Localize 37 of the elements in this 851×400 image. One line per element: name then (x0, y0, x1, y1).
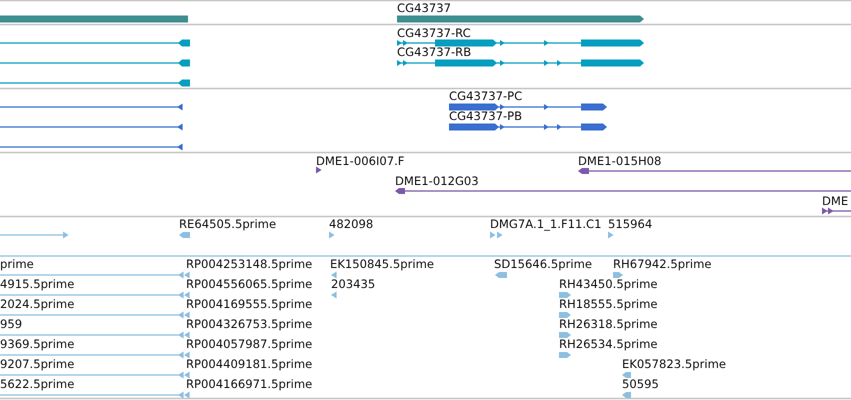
feature-label: RP004409181.5prime (186, 357, 312, 371)
feature-label: RP004556065.5prime (186, 277, 312, 291)
feature-label: RE64505.5prime (179, 217, 276, 231)
feature-label: CG43737-RC (397, 26, 471, 40)
feature-label: 9207.5prime (0, 357, 74, 371)
feature-label: CG43737 (397, 1, 451, 15)
feature-label: 203435 (331, 277, 376, 291)
feature-label: 2024.5prime (0, 297, 74, 311)
feature-label: 482098 (329, 217, 374, 231)
feature-label: EK150845.5prime (330, 257, 434, 271)
feature-label: CG43737-PB (449, 109, 522, 123)
feature-label: EK057823.5prime (622, 357, 726, 371)
feature-label: RH26534.5prime (559, 337, 658, 351)
feature-label: 50595 (622, 377, 659, 391)
feature-label: 9369.5prime (0, 337, 74, 351)
feature-label: prime (0, 257, 34, 271)
feature-label: DME1-006I07.F (316, 154, 404, 168)
feature-label: CG43737-PC (449, 89, 522, 103)
feature-label: CG43737-RB (397, 45, 472, 59)
feature-label: DMG7A.1_1.F11.C1 (490, 217, 602, 231)
feature-label: RP004326753.5prime (186, 317, 312, 331)
feature-label: RH67942.5prime (613, 257, 712, 271)
feature-label: RP004166971.5prime (186, 377, 312, 391)
feature-label: 5622.5prime (0, 377, 74, 391)
feature-label: RH43450.5prime (559, 277, 658, 291)
feature-label: RP004169555.5prime (186, 297, 312, 311)
feature-label: RH18555.5prime (559, 297, 658, 311)
feature-label: DME (822, 194, 848, 208)
feature-label: 515964 (608, 217, 652, 231)
feature-label: 4915.5prime (0, 277, 74, 291)
feature-label: SD15646.5prime (494, 257, 592, 271)
feature-label: 959 (0, 317, 22, 331)
feature-label: RP004253148.5prime (186, 257, 312, 271)
feature-label: RP004057987.5prime (186, 337, 312, 351)
feature-label: DME1-012G03 (395, 174, 479, 188)
feature-label: DME1-015H08 (578, 154, 662, 168)
feature-label: RH26318.5prime (559, 317, 658, 331)
